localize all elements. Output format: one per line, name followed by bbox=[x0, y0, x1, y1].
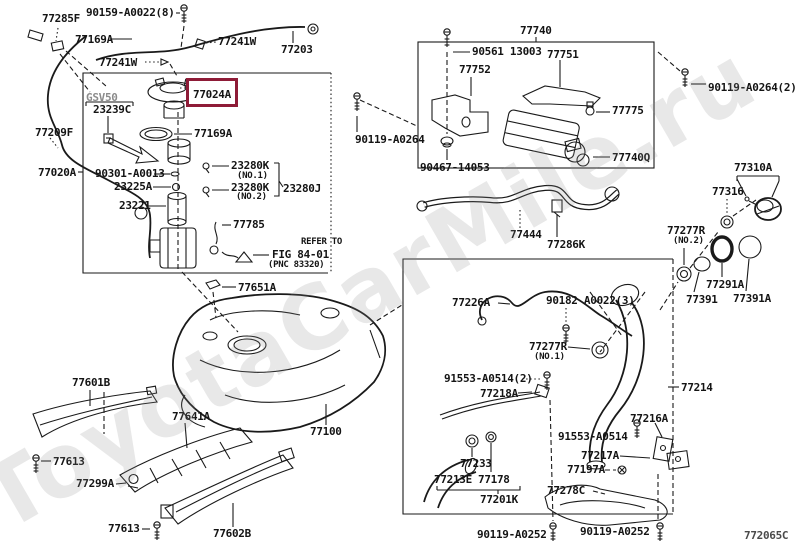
part-label-77444[interactable]: 77444 bbox=[510, 228, 542, 241]
part-label-77391[interactable]: 77391 bbox=[686, 293, 718, 306]
bolt-90119-A0264-2 bbox=[681, 68, 689, 88]
part-label-90119-A0252-right[interactable]: 90119-A0252 bbox=[580, 525, 650, 538]
filler-pipe-parts bbox=[423, 283, 690, 526]
part-label-23280K-no1[interactable]: 23280K bbox=[231, 159, 269, 172]
part-label-77214[interactable]: 77214 bbox=[681, 381, 713, 394]
bolt-90119-A0252-right bbox=[656, 522, 664, 542]
part-label-77218A[interactable]: 77218A bbox=[480, 387, 518, 400]
part-label-90182-A0022[interactable]: 90182 A0022(3) bbox=[546, 294, 635, 307]
part-label-77775[interactable]: 77775 bbox=[612, 104, 644, 117]
qualifier-no2: (NO.2) bbox=[236, 192, 267, 202]
part-label-77169A-top[interactable]: 77169A bbox=[75, 33, 113, 46]
part-label-23280J[interactable]: 23280J bbox=[283, 182, 321, 195]
qualifier-no2-b: (NO.2) bbox=[673, 236, 704, 246]
part-label-77752[interactable]: 77752 bbox=[459, 63, 491, 76]
part-label-77217A[interactable]: 77217A bbox=[581, 449, 619, 462]
breather-hose-top bbox=[95, 4, 319, 77]
part-label-77169A-gasket[interactable]: 77169A bbox=[194, 127, 232, 140]
part-label-77613-bottom[interactable]: 77613 bbox=[108, 522, 140, 535]
pump-assembly-box bbox=[82, 72, 332, 274]
part-label-77178[interactable]: 77178 bbox=[478, 473, 510, 486]
bolt-90119-A0252-left bbox=[549, 522, 557, 542]
model-code-GSV50: GSV50 bbox=[86, 91, 118, 104]
fuel-tank bbox=[172, 279, 403, 433]
part-label-77641A[interactable]: 77641A bbox=[172, 410, 210, 423]
part-label-77024A[interactable]: 77024A bbox=[193, 88, 231, 101]
part-label-77100[interactable]: 77100 bbox=[310, 425, 342, 438]
part-label-90119-A0264[interactable]: 90119-A0264 bbox=[355, 133, 425, 146]
bolt-90119-A0264 bbox=[353, 92, 361, 112]
model-code-bracket bbox=[78, 101, 134, 173]
part-label-90561-13003[interactable]: 90561 13003 bbox=[472, 45, 542, 58]
part-label-77241W-top[interactable]: 77241W bbox=[218, 35, 256, 48]
part-label-77299A[interactable]: 77299A bbox=[76, 477, 114, 490]
qualifier-no1: (NO.1) bbox=[237, 171, 268, 181]
part-label-90467-14053[interactable]: 90467-14053 bbox=[420, 161, 490, 174]
note-refer-to: REFER TO bbox=[301, 237, 342, 247]
part-label-77213E[interactable]: 77213E bbox=[434, 473, 472, 486]
part-label-77291A[interactable]: 77291A bbox=[706, 278, 744, 291]
part-label-77216A[interactable]: 77216A bbox=[630, 412, 668, 425]
part-label-77278C[interactable]: 77278C bbox=[547, 484, 585, 497]
fuel-pump-module bbox=[107, 77, 284, 333]
part-label-23280K-no2[interactable]: 23280K bbox=[231, 181, 269, 194]
part-label-77226A[interactable]: 77226A bbox=[452, 296, 490, 309]
part-label-90301-A0013[interactable]: 90301-A0013 bbox=[95, 167, 165, 180]
part-label-91553-A0514-2[interactable]: 91553-A0514(2) bbox=[444, 372, 533, 385]
tank-straps bbox=[32, 385, 295, 541]
note-fig-84-01: FIG 84-01 bbox=[272, 248, 329, 261]
part-label-77740[interactable]: 77740 bbox=[520, 24, 552, 37]
part-label-77233[interactable]: 77233 bbox=[460, 457, 492, 470]
diagram-code: 772065C bbox=[744, 529, 789, 542]
qualifier-no1-b: (NO.1) bbox=[534, 352, 565, 362]
part-label-77197A[interactable]: 77197A bbox=[567, 463, 605, 476]
part-label-90159-A0022[interactable]: 90159-A0022(8) bbox=[86, 6, 175, 19]
part-label-77391A[interactable]: 77391A bbox=[733, 292, 771, 305]
note-pnc-83320: (PNC 83320) bbox=[268, 260, 325, 270]
charcoal-canister-box bbox=[417, 37, 655, 169]
part-label-90119-A0264-2[interactable]: 90119-A0264(2) bbox=[708, 81, 796, 94]
part-label-77316[interactable]: 77316 bbox=[712, 185, 744, 198]
part-label-77209F[interactable]: 77209F bbox=[35, 126, 73, 139]
highlighted-part-box[interactable]: 77024A bbox=[186, 78, 238, 107]
part-label-77740Q[interactable]: 77740Q bbox=[612, 151, 650, 164]
part-label-77286K[interactable]: 77286K bbox=[547, 238, 585, 251]
fuel-hose-harness bbox=[27, 27, 152, 259]
part-label-90119-A0252-left[interactable]: 90119-A0252 bbox=[477, 528, 547, 541]
part-label-77203[interactable]: 77203 bbox=[281, 43, 313, 56]
part-label-77651A[interactable]: 77651A bbox=[238, 281, 276, 294]
part-label-77602B[interactable]: 77602B bbox=[213, 527, 251, 540]
part-label-77241W-left[interactable]: 77241W bbox=[99, 56, 137, 69]
part-label-77201K[interactable]: 77201K bbox=[480, 493, 518, 506]
part-label-77020A[interactable]: 77020A bbox=[38, 166, 76, 179]
part-label-77277R-no1[interactable]: 77277R bbox=[529, 340, 567, 353]
part-label-77601B[interactable]: 77601B bbox=[72, 376, 110, 389]
part-label-77751[interactable]: 77751 bbox=[547, 48, 579, 61]
part-label-91553-A0514[interactable]: 91553-A0514 bbox=[558, 430, 628, 443]
charcoal-canister-parts bbox=[359, 28, 681, 167]
fuel-cap-and-gaskets bbox=[659, 175, 782, 311]
part-label-23221[interactable]: 23221 bbox=[119, 199, 151, 212]
part-label-23239C[interactable]: 23239C bbox=[93, 103, 131, 116]
fuel-tube-77444 bbox=[416, 184, 620, 237]
part-label-77613-left[interactable]: 77613 bbox=[53, 455, 85, 468]
part-label-77277R-no2[interactable]: 77277R bbox=[667, 224, 705, 237]
part-label-77785[interactable]: 77785 bbox=[233, 218, 265, 231]
part-label-23225A[interactable]: 23225A bbox=[114, 180, 152, 193]
part-label-77310A[interactable]: 77310A bbox=[734, 161, 772, 174]
part-label-77285F[interactable]: 77285F bbox=[42, 12, 80, 25]
filler-pipe-box bbox=[402, 258, 679, 515]
